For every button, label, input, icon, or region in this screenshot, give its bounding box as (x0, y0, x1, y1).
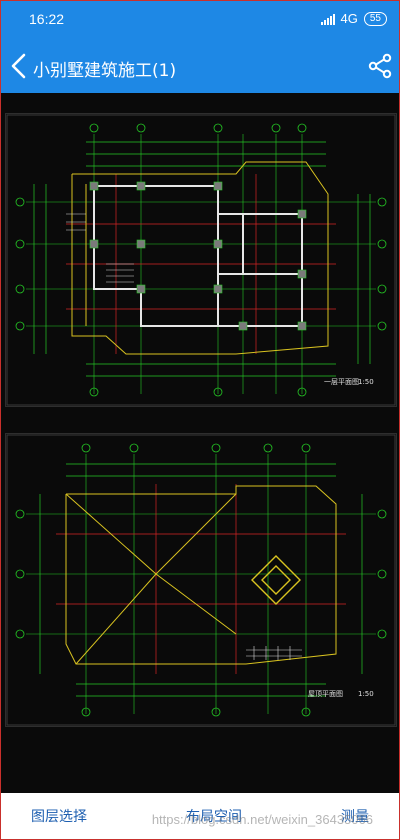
roof-plan-sheet: 屋顶平面图 1:50 (5, 433, 397, 727)
measure-button[interactable]: 测量 (341, 809, 369, 825)
bottom-toolbar: 图层选择 布局空间 测量 https://blog.csdn.net/weixi… (1, 793, 399, 839)
floor-plan-scale: 1:50 (358, 378, 374, 386)
page-title: 小别墅建筑施工(1) (33, 61, 177, 81)
signal-icon (320, 13, 335, 25)
roof-plan-scale: 1:50 (358, 690, 374, 698)
drawing-canvas[interactable]: 一层平面图 1:50 (1, 93, 399, 793)
back-arrow-icon[interactable] (7, 51, 31, 81)
battery-icon: 55 (363, 11, 387, 26)
share-icon[interactable] (367, 53, 393, 79)
status-time: 16:22 (29, 11, 65, 27)
network-label: 4G (340, 11, 358, 26)
app-bar: 小别墅建筑施工(1) (1, 39, 399, 93)
floor-plan-label: 一层平面图 (324, 378, 359, 386)
roof-plan-label: 屋顶平面图 (308, 690, 343, 698)
layout-space-button[interactable]: 布局空间 (186, 809, 242, 825)
floor-plan-sheet: 一层平面图 1:50 (5, 113, 397, 407)
status-icons: 4G 55 (320, 11, 387, 26)
layers-button[interactable]: 图层选择 (31, 809, 87, 825)
status-bar: 16:22 4G 55 (1, 1, 399, 39)
